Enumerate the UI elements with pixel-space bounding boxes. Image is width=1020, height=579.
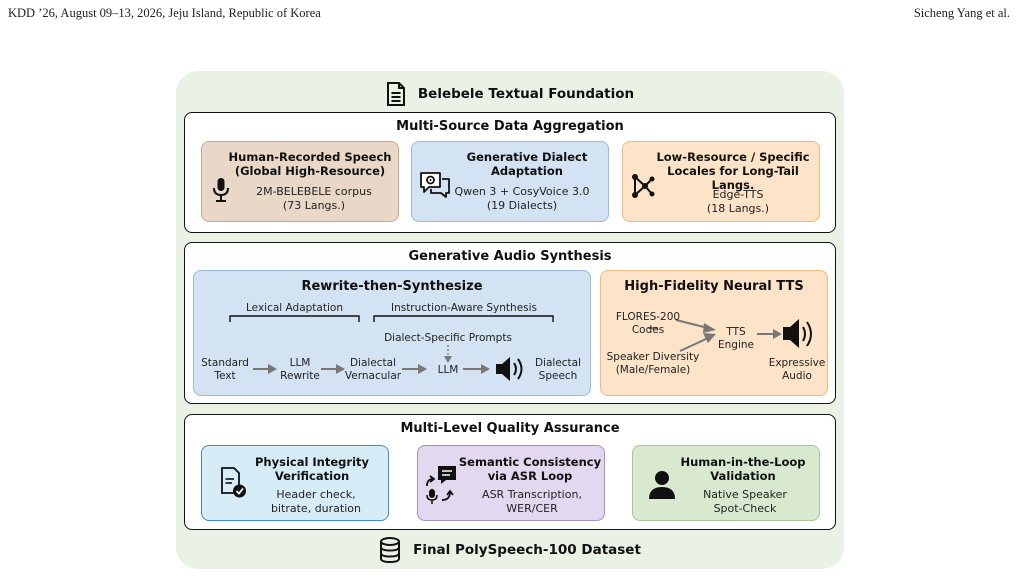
tts-arrow-flores (675, 319, 709, 329)
running-header-right: Sicheng Yang et al. (913, 6, 1010, 20)
instruction-bracket (373, 315, 554, 322)
tts-arrowhead-speaker (703, 333, 716, 343)
person-icon (649, 471, 675, 499)
database-icon (380, 537, 401, 564)
rewrite-synthesize-title: Rewrite-then-Synthesize (301, 279, 483, 294)
flow-arrowhead-1 (268, 364, 277, 374)
network-icon (632, 174, 655, 198)
flow-llm: LLM (437, 364, 459, 376)
lexical-adaptation-label: Lexical Adaptation (246, 302, 343, 314)
dialect-prompts-label: Dialect-Specific Prompts (384, 332, 512, 344)
physical-integrity-desc: Header check,bitrate, duration (271, 488, 361, 515)
microphone-icon (213, 178, 229, 202)
tts-speaker-diversity: Speaker Diversity(Male/Female) (606, 351, 700, 376)
lexical-bracket (229, 315, 360, 322)
low-resource-desc: Edge-TTS(18 Langs.) (706, 188, 770, 215)
chat-gear-icon (420, 172, 450, 198)
flow-arrowhead-3 (418, 364, 427, 374)
aggregation-section: Multi-Source Data Aggregation Human-Reco… (184, 112, 836, 233)
tts-arrowhead-flores (703, 323, 716, 333)
tts-speaker-icon (783, 319, 812, 348)
tts-arrowhead-engine (773, 329, 782, 339)
tts-title: High-Fidelity Neural TTS (624, 279, 804, 294)
top-label-text: Belebele Textual Foundation (417, 86, 635, 102)
prompt-arrowhead (444, 356, 452, 363)
top-label: Belebele Textual Foundation (176, 82, 844, 106)
semantic-consistency-desc: ASR Transcription,WER/CER (482, 488, 582, 515)
human-recorded-desc: 2M-BELEBELE corpus(73 Langs.) (256, 185, 372, 212)
generative-dialect-desc: Qwen 3 + CosyVoice 3.0(19 Dialects) (454, 185, 590, 212)
document-check-icon (221, 467, 246, 498)
speaker-icon (496, 357, 523, 381)
human-recorded-card: Human-Recorded Speech(Global High-Resour… (201, 141, 399, 222)
synthesis-title: Generative Audio Synthesis (408, 249, 612, 264)
qa-section: Multi-Level Quality Assurance Physical I… (184, 414, 836, 530)
flow-arrowhead-4 (481, 364, 490, 374)
asr-loop-icon (426, 466, 456, 504)
instruction-aware-label: Instruction-Aware Synthesis (390, 302, 538, 314)
flow-arrowhead-2 (336, 364, 345, 374)
aggregation-title: Multi-Source Data Aggregation (396, 119, 624, 134)
running-header-left: KDD ’26, August 09–13, 2026, Jeju Island… (8, 6, 321, 20)
tts-arrow-speaker (679, 337, 709, 352)
document-icon (386, 82, 405, 106)
bottom-label-text: Final PolySpeech-100 Dataset (413, 542, 641, 558)
human-recorded-title: Human-Recorded Speech(Global High-Resour… (228, 150, 392, 178)
rewrite-synthesize-card: Rewrite-then-Synthesize (193, 270, 591, 396)
bottom-label: Final PolySpeech-100 Dataset (176, 537, 844, 564)
qa-title: Multi-Level Quality Assurance (400, 421, 620, 436)
tts-card: High-Fidelity Neural TTS (600, 270, 828, 396)
